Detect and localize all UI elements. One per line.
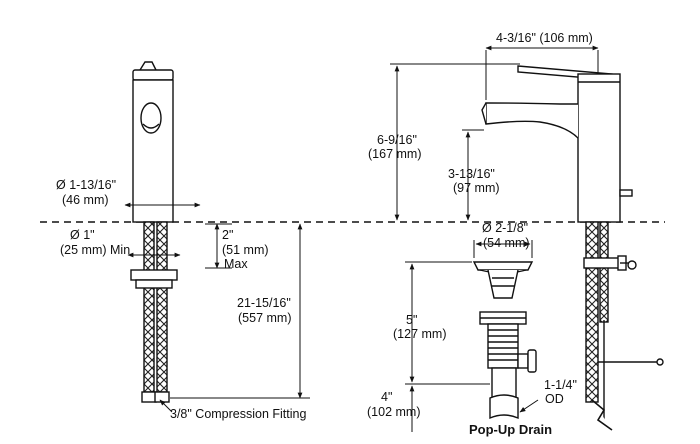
label-tail-od-unit: OD: [545, 392, 564, 406]
fitting-leader: [159, 399, 173, 413]
label-fitting: 3/8" Compression Fitting: [170, 407, 307, 421]
faucet-side-view: [481, 65, 664, 431]
label-tail-od: 1-1/4": [544, 378, 577, 392]
label-supply-dia-mm: (25 mm) Min: [60, 243, 131, 257]
label-spout-h-mm: (97 mm): [453, 181, 500, 195]
label-handle-dia: Ø 1-13/16": [56, 178, 117, 192]
label-drain-dia: Ø 2-1/8": [482, 221, 529, 235]
label-supply-len: 21-15/16": [237, 296, 291, 310]
dim-deck-thickness: [205, 223, 232, 269]
label-drain-dia-mm: (54 mm): [483, 236, 530, 250]
dim-reach: [485, 45, 599, 100]
dim-drain-dia: [473, 240, 533, 258]
label-handle-dia-mm: (46 mm): [62, 193, 109, 207]
dim-spout-height: [462, 129, 484, 221]
label-drain-len-mm: (127 mm): [393, 327, 447, 341]
label-drain-len: 5": [406, 313, 418, 327]
label-height: 6-9/16": [377, 133, 417, 147]
label-deck-thk-mm: (51 mm): [222, 243, 269, 257]
od-leader: [519, 399, 539, 413]
label-supply-len-mm: (557 mm): [238, 311, 292, 325]
dim-drain-length: [405, 261, 490, 385]
label-tail-len-mm: (102 mm): [367, 405, 421, 419]
label-spout-h: 3-13/16": [448, 167, 495, 181]
label-deck-thk-max: Max: [224, 257, 248, 271]
faucet-front-view: [130, 61, 178, 403]
pop-up-drain: [472, 261, 537, 420]
drain-title: Pop-Up Drain: [469, 422, 553, 437]
dim-height: [390, 63, 520, 221]
label-supply-dia: Ø 1": [70, 228, 95, 242]
label-deck-thk: 2": [222, 228, 234, 242]
dim-supply-length: [170, 223, 310, 399]
label-height-mm: (167 mm): [368, 147, 422, 161]
label-tail-len: 4": [381, 390, 393, 404]
label-reach: 4-3/16" (106 mm): [496, 31, 593, 45]
